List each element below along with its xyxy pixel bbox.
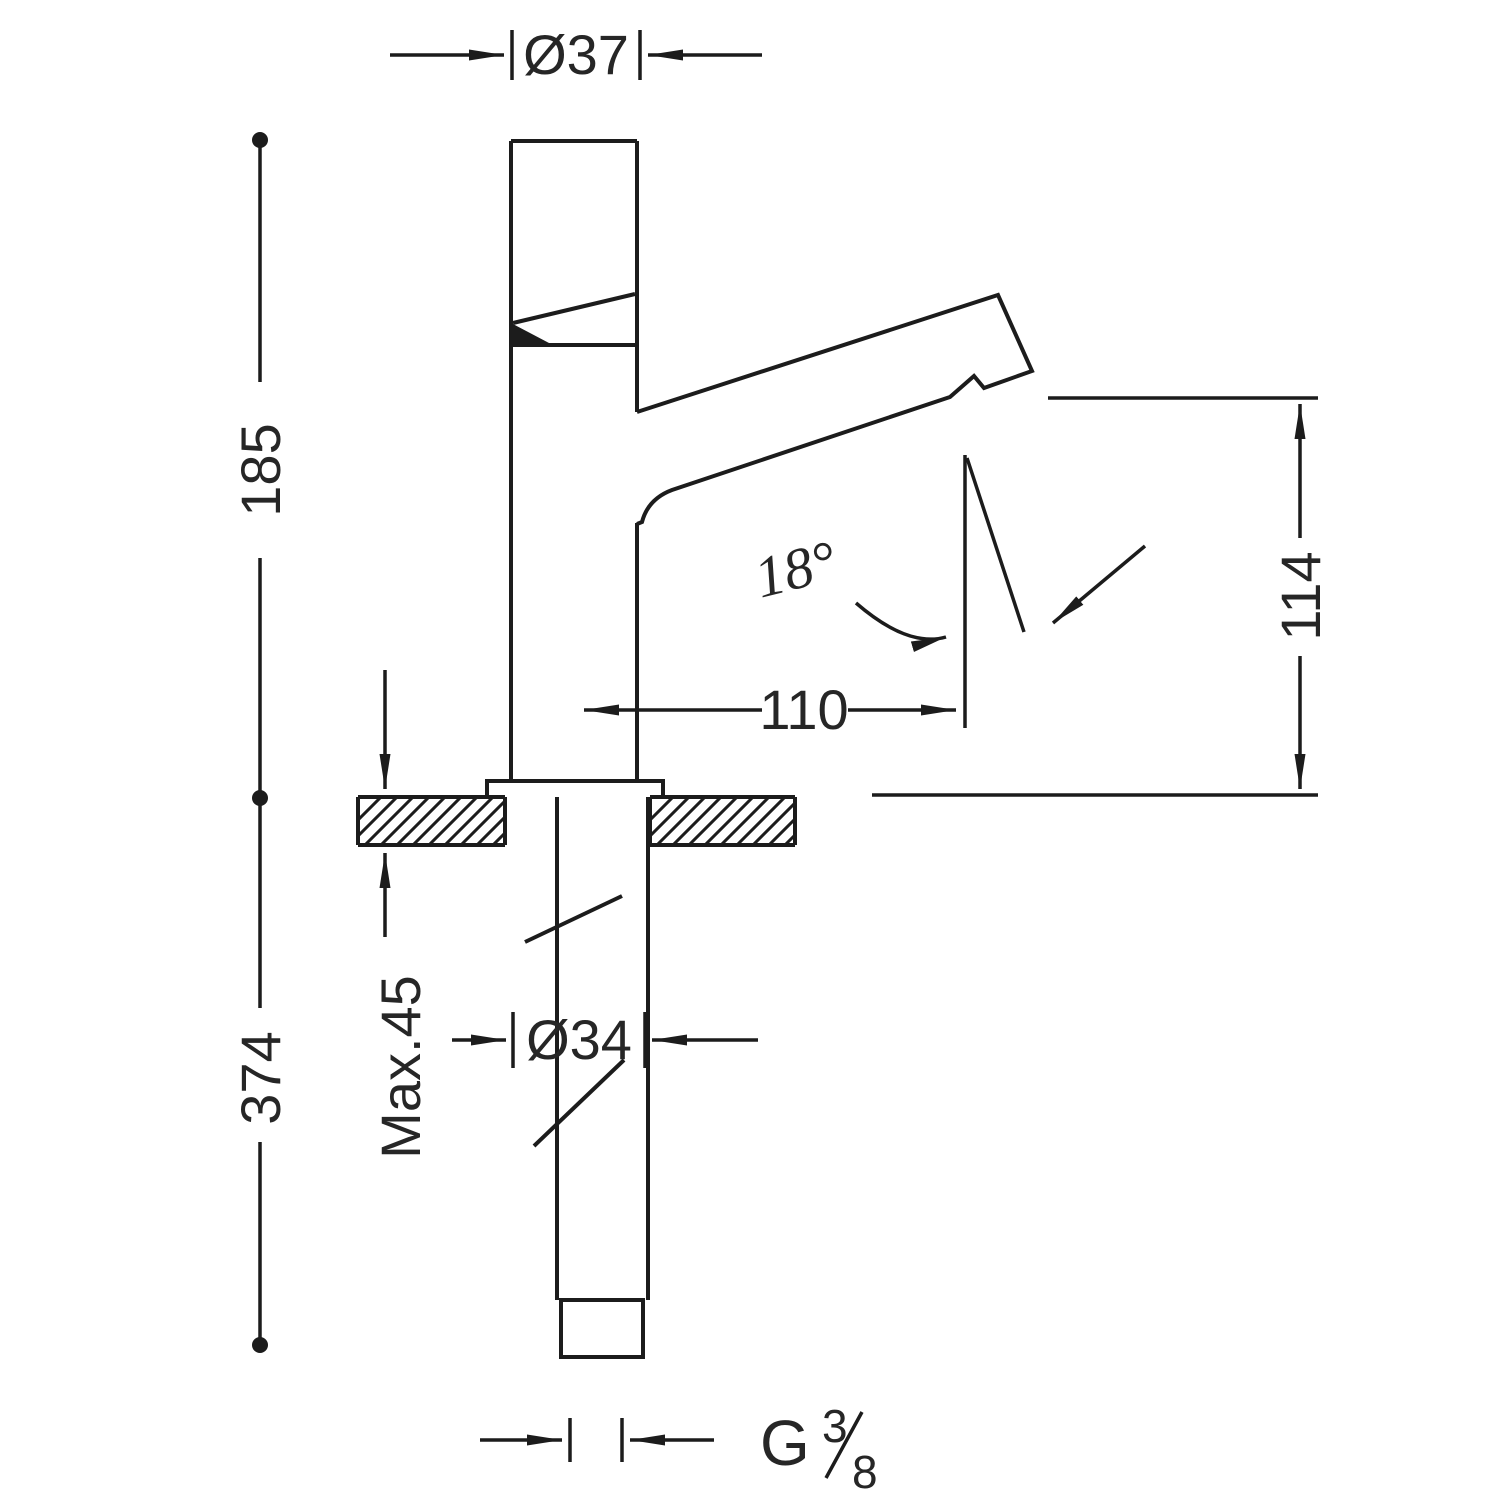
max-thickness-label: Max.45 <box>369 975 432 1159</box>
angle-reference-line <box>965 457 1026 633</box>
fraction-slash <box>824 1411 864 1479</box>
dim-dot-top <box>252 132 268 148</box>
dim-spout-height: 114 <box>872 396 1332 797</box>
dim-thread-size: G 3 8 <box>480 1400 878 1498</box>
break-mark-upper <box>524 894 623 944</box>
upper-height-label: 185 <box>229 423 292 516</box>
hole-diameter-label: Ø34 <box>526 1008 632 1071</box>
angle-leader-arrow <box>1051 544 1147 625</box>
spout-angle-label: 18° <box>748 528 843 611</box>
faucet-outline <box>485 139 1035 797</box>
spout-outline <box>636 292 1035 526</box>
shank-and-supply <box>524 797 650 1359</box>
angle-leader-arc <box>854 601 947 652</box>
connection-nut <box>559 1298 645 1359</box>
dim-dot-bottom <box>252 1337 268 1353</box>
thread-denominator-label: 8 <box>852 1446 878 1498</box>
spout-height-label: 114 <box>1269 551 1332 640</box>
total-height-label: 374 <box>229 1031 292 1124</box>
mounting-deck <box>356 795 797 847</box>
dim-hole-diameter: Ø34 <box>452 1008 758 1071</box>
thread-prefix-label: G <box>760 1407 810 1479</box>
base-flange <box>485 779 665 797</box>
dim-spout-reach: 110 <box>584 455 967 741</box>
dim-heights-left: 185 374 <box>229 132 292 1353</box>
annotation-spout-angle: 18° <box>748 457 1147 652</box>
break-mark-lower <box>532 1058 626 1148</box>
handle-gap-wedge <box>511 323 549 343</box>
deck-hatch-right <box>650 797 795 845</box>
dim-dot-deck <box>252 790 268 806</box>
dim-top-diameter: Ø37 <box>390 23 762 86</box>
dim-max-thickness: Max.45 <box>369 670 432 1159</box>
deck-hatch-left <box>358 797 505 845</box>
handle-cut-line <box>512 292 636 325</box>
top-diameter-label: Ø37 <box>523 23 629 86</box>
spout-reach-label: 110 <box>759 678 848 741</box>
